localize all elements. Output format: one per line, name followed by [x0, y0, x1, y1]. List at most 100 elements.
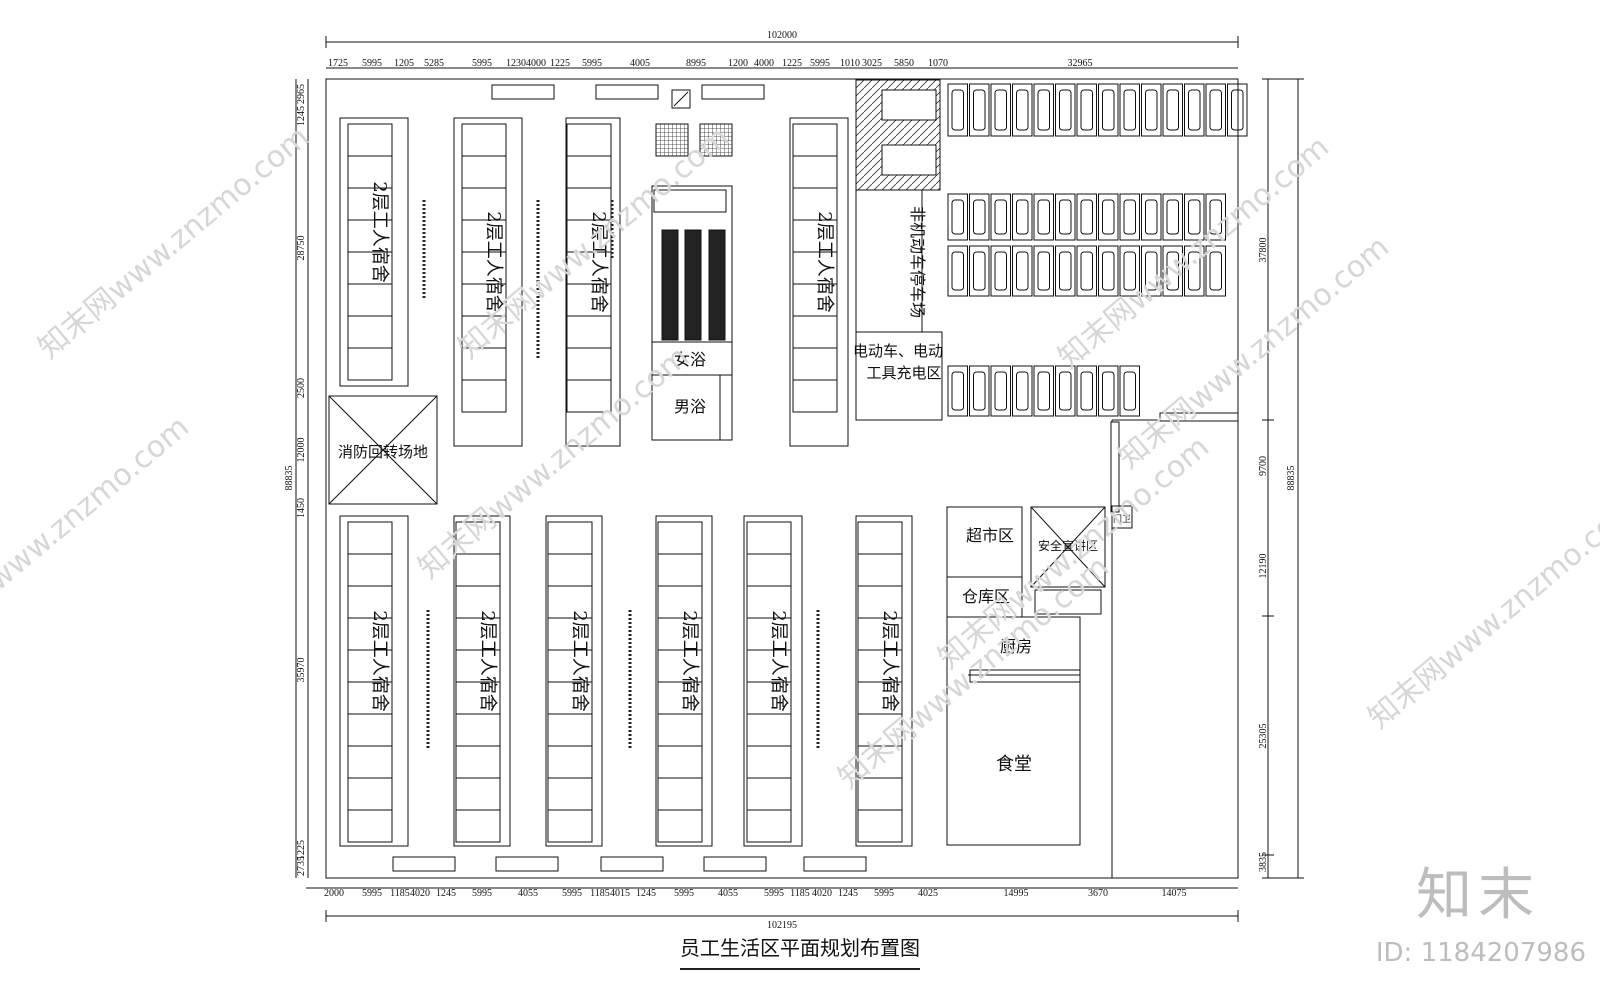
car-icon	[973, 89, 986, 131]
dimension-label: 4000	[754, 58, 774, 69]
dimension-label: 1070	[928, 58, 948, 69]
parking-bay	[1119, 193, 1140, 241]
dimension-label: 1245	[436, 888, 456, 899]
site-watermark: 知末网www.znzmo.com	[1362, 490, 1600, 736]
dorm-label: 2层工人宿舍	[369, 181, 390, 282]
dimension-label: 1230	[506, 58, 526, 69]
dimension-label: 5995	[362, 58, 382, 69]
dimension-label: 102000	[767, 30, 797, 41]
dimension-label: 4005	[630, 58, 650, 69]
car-icon	[994, 251, 1007, 291]
car-icon	[1231, 89, 1244, 131]
parking-bay	[1098, 193, 1119, 241]
dimension-label: 1450	[296, 498, 307, 518]
dorm-room	[657, 521, 703, 555]
car-icon	[1037, 89, 1050, 131]
dorm-room	[347, 521, 393, 555]
dimension-label: 3025	[862, 58, 882, 69]
nonmotor-parking-label: 非机动车停车场	[908, 206, 927, 318]
parking-bay	[1055, 365, 1076, 417]
car-icon	[1016, 251, 1029, 291]
parking-bay	[1119, 365, 1140, 417]
dimension-label: 4055	[718, 888, 738, 899]
parking-bay	[1227, 83, 1248, 137]
car-icon	[1209, 199, 1222, 235]
dorm-room	[746, 713, 792, 747]
drawing-title: 员工生活区平面规划布置图	[0, 932, 1600, 970]
car-icon	[1102, 251, 1115, 291]
car-icon	[1209, 89, 1222, 131]
dimension-label: 2500	[296, 378, 307, 398]
dimension-label: 5995	[362, 888, 382, 899]
dorm-room	[547, 713, 593, 747]
car-icon	[1166, 251, 1179, 291]
parking-bay	[1141, 245, 1162, 297]
dimension-label: 8995	[686, 58, 706, 69]
parking-bay	[1205, 193, 1226, 241]
parking-bay	[990, 83, 1011, 137]
site-watermark: 知末网www.znzmo.com	[932, 430, 1216, 676]
supermarket-label: 超市区	[966, 526, 1014, 545]
fire-turnaround-label: 消防回转场地	[338, 443, 428, 461]
dorm-room	[746, 809, 792, 843]
dorm-room	[347, 713, 393, 747]
dimension-label: 88835	[1286, 466, 1297, 491]
parking-bay	[947, 245, 968, 297]
dorm-room	[566, 379, 612, 413]
car-icon	[951, 371, 964, 411]
parking-bay	[1141, 83, 1162, 137]
parking-bay	[1055, 83, 1076, 137]
dorm-room	[566, 315, 612, 349]
dorm-label: 2层工人宿舍	[768, 610, 789, 711]
car-icon	[1080, 371, 1093, 411]
car-icon	[1016, 371, 1029, 411]
parking-bay	[1012, 245, 1033, 297]
parking-bay	[1076, 365, 1097, 417]
car-icon	[1166, 199, 1179, 235]
car-icon	[1080, 89, 1093, 131]
dorm-room	[347, 745, 393, 779]
parking-bay	[990, 365, 1011, 417]
dorm-room	[461, 155, 507, 189]
dorm-block	[453, 515, 511, 847]
dimension-label: 4025	[918, 888, 938, 899]
dimension-label: 5995	[472, 888, 492, 899]
parking-bay	[1119, 245, 1140, 297]
parking-bay	[969, 83, 990, 137]
car-icon	[1123, 251, 1136, 291]
dorm-room	[547, 777, 593, 811]
parking-bay	[1055, 245, 1076, 297]
dimension-label: 12190	[1258, 554, 1269, 579]
car-icon	[994, 89, 1007, 131]
car-icon	[973, 251, 986, 291]
parking-bay	[969, 193, 990, 241]
dorm-label: 2层工人宿舍	[369, 610, 390, 711]
dorm-room	[657, 553, 703, 587]
dorm-room	[657, 713, 703, 747]
dimension-label: 37800	[1258, 238, 1269, 263]
dorm-block	[743, 515, 803, 847]
dimension-label: 5995	[582, 58, 602, 69]
dimension-label: 4020	[410, 888, 430, 899]
charging-label-1: 电动车、电动	[853, 342, 943, 360]
safety-room	[1030, 506, 1106, 588]
car-icon	[1059, 199, 1072, 235]
parking-bay	[1076, 83, 1097, 137]
warehouse-label: 仓库区	[962, 587, 1010, 606]
car-icon	[973, 199, 986, 235]
dimension-label: 1225	[782, 58, 802, 69]
parking-bay	[1162, 245, 1183, 297]
fire-turnaround	[328, 395, 438, 505]
dorm-room	[461, 123, 507, 157]
dorm-room	[547, 521, 593, 555]
car-icon	[1016, 89, 1029, 131]
dimension-label: 2735	[296, 856, 307, 876]
dorm-room	[792, 155, 838, 189]
parking-bay	[1098, 83, 1119, 137]
dorm-block	[453, 117, 523, 447]
car-icon	[1145, 199, 1158, 235]
car-icon	[994, 199, 1007, 235]
dorm-room	[547, 809, 593, 843]
dorm-block	[855, 515, 913, 847]
dorm-room	[566, 155, 612, 189]
